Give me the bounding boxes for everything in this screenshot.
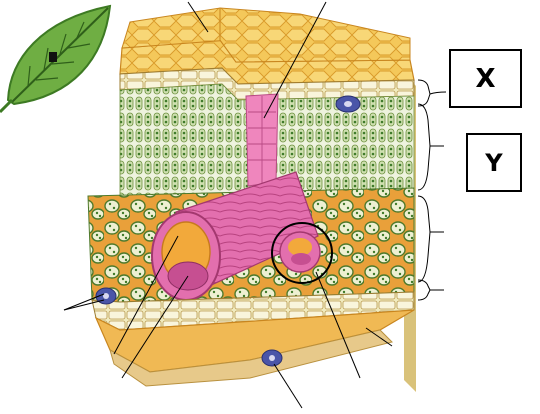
section-marker — [49, 52, 57, 62]
label-y-text: Y — [485, 149, 502, 177]
label-x-text: X — [475, 64, 495, 94]
brace-spongy — [418, 196, 444, 282]
layer-braces — [418, 80, 446, 300]
stoma-lower — [262, 350, 282, 366]
label-box-x: X — [449, 49, 522, 108]
leader-line-lower-stoma — [274, 364, 302, 408]
label-box-y: Y — [466, 133, 522, 192]
bundle-sheath-extension — [246, 94, 278, 186]
brace-y — [418, 104, 444, 190]
leaf-icon — [0, 6, 110, 112]
brace-lower-epidermis — [418, 280, 444, 300]
brace-x — [418, 80, 446, 106]
stoma-upper-right — [336, 96, 360, 112]
